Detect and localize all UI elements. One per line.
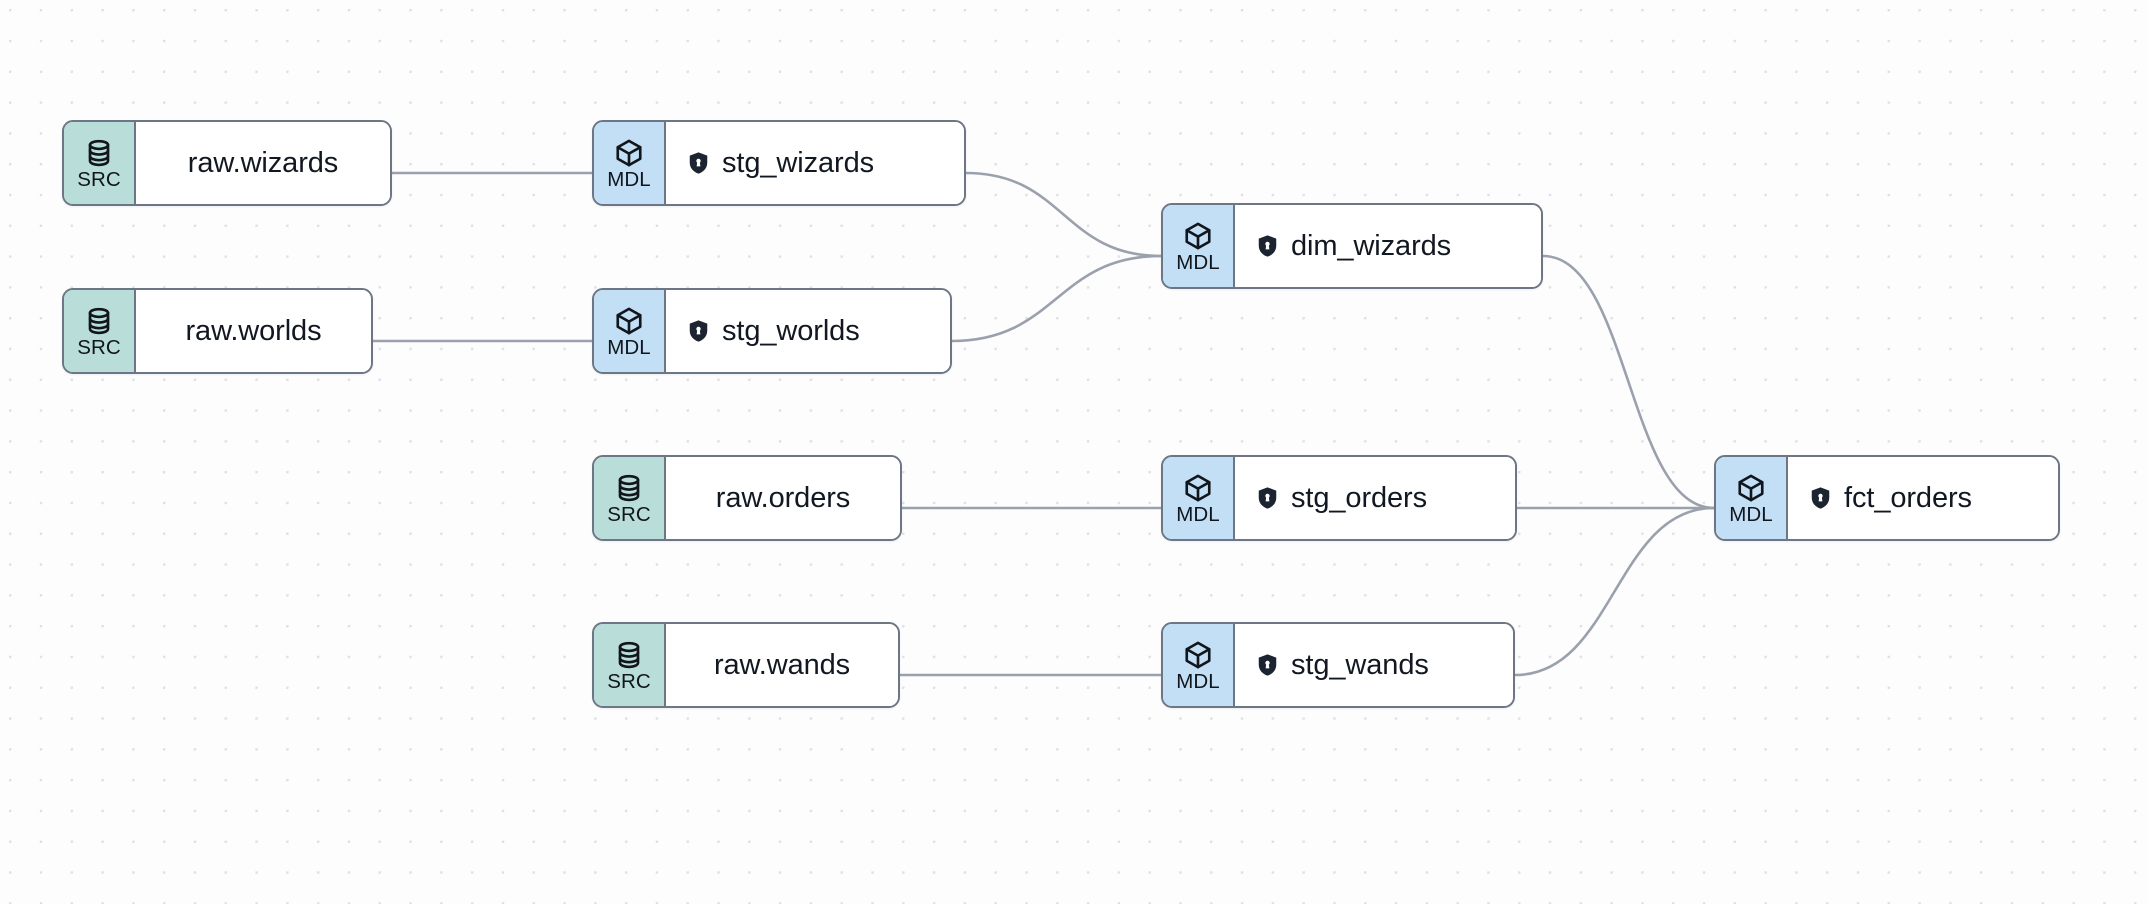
node-body: raw.worlds: [136, 290, 371, 372]
node-type-code-dim_wizards: MDL: [1176, 251, 1220, 274]
node-label-stg_worlds: stg_worlds: [722, 315, 860, 347]
lineage-node-raw_orders[interactable]: SRC raw.orders: [592, 455, 902, 541]
node-body: stg_orders: [1235, 457, 1515, 539]
edge-stg_worlds-to-dim_wizards: [950, 254, 1163, 343]
node-body: raw.orders: [666, 457, 900, 539]
node-label-stg_orders: stg_orders: [1291, 482, 1428, 514]
cube-icon: [613, 138, 645, 168]
node-type-badge-src: SRC: [594, 624, 666, 706]
lineage-node-raw_wands[interactable]: SRC raw.wands: [592, 622, 900, 708]
node-body: dim_wizards: [1235, 205, 1541, 287]
node-type-badge-src: SRC: [64, 122, 136, 204]
lineage-node-raw_worlds[interactable]: SRC raw.worlds: [62, 288, 373, 374]
database-icon: [613, 640, 645, 670]
node-label-dim_wizards: dim_wizards: [1291, 230, 1452, 262]
node-body: raw.wizards: [136, 122, 390, 204]
node-type-badge-src: SRC: [64, 290, 136, 372]
cube-icon: [1735, 473, 1767, 503]
edge-stg_wizards-to-dim_wizards: [964, 171, 1163, 258]
node-body: fct_orders: [1788, 457, 2058, 539]
cube-icon: [1182, 221, 1214, 251]
lineage-node-stg_wizards[interactable]: MDL stg_wizards: [592, 120, 966, 206]
shield-lock-icon: [1257, 653, 1278, 677]
node-label-stg_wizards: stg_wizards: [722, 147, 875, 179]
node-type-code-raw_wands: SRC: [607, 670, 651, 693]
shield-lock-icon: [1257, 234, 1278, 258]
lineage-node-fct_orders[interactable]: MDL fct_orders: [1714, 455, 2060, 541]
node-type-code-stg_orders: MDL: [1176, 503, 1220, 526]
node-type-code-raw_worlds: SRC: [77, 336, 121, 359]
node-label-raw_orders: raw.orders: [715, 482, 851, 514]
cube-icon: [1182, 473, 1214, 503]
node-body: stg_worlds: [666, 290, 950, 372]
node-body: stg_wands: [1235, 624, 1513, 706]
lineage-node-raw_wizards[interactable]: SRC raw.wizards: [62, 120, 392, 206]
cube-icon: [613, 306, 645, 336]
database-icon: [83, 306, 115, 336]
lineage-node-stg_orders[interactable]: MDL stg_orders: [1161, 455, 1517, 541]
node-type-badge-src: SRC: [594, 457, 666, 539]
node-label-stg_wands: stg_wands: [1291, 649, 1429, 681]
shield-lock-icon: [688, 319, 709, 343]
node-body: raw.wands: [666, 624, 898, 706]
node-type-code-fct_orders: MDL: [1729, 503, 1773, 526]
node-label-fct_orders: fct_orders: [1844, 482, 1972, 514]
database-icon: [83, 138, 115, 168]
shield-lock-icon: [688, 151, 709, 175]
node-type-badge-mdl: MDL: [1163, 205, 1235, 287]
node-type-badge-mdl: MDL: [594, 122, 666, 204]
lineage-node-stg_worlds[interactable]: MDL stg_worlds: [592, 288, 952, 374]
shield-lock-icon: [1810, 486, 1831, 510]
database-icon: [613, 473, 645, 503]
node-label-raw_worlds: raw.worlds: [185, 315, 322, 347]
node-body: stg_wizards: [666, 122, 964, 204]
node-type-badge-mdl: MDL: [1163, 624, 1235, 706]
node-type-code-stg_worlds: MDL: [607, 336, 651, 359]
lineage-node-dim_wizards[interactable]: MDL dim_wizards: [1161, 203, 1543, 289]
node-label-raw_wizards: raw.wizards: [187, 147, 339, 179]
node-type-code-stg_wands: MDL: [1176, 670, 1220, 693]
node-type-code-stg_wizards: MDL: [607, 168, 651, 191]
lineage-node-stg_wands[interactable]: MDL stg_wands: [1161, 622, 1515, 708]
node-type-code-raw_wizards: SRC: [77, 168, 121, 191]
cube-icon: [1182, 640, 1214, 670]
edge-stg_wands-to-fct_orders: [1513, 506, 1716, 677]
node-type-badge-mdl: MDL: [594, 290, 666, 372]
node-label-raw_wands: raw.wands: [713, 649, 851, 681]
edge-dim_wizards-to-fct_orders: [1541, 254, 1716, 510]
node-type-badge-mdl: MDL: [1716, 457, 1788, 539]
node-type-badge-mdl: MDL: [1163, 457, 1235, 539]
node-type-code-raw_orders: SRC: [607, 503, 651, 526]
shield-lock-icon: [1257, 486, 1278, 510]
